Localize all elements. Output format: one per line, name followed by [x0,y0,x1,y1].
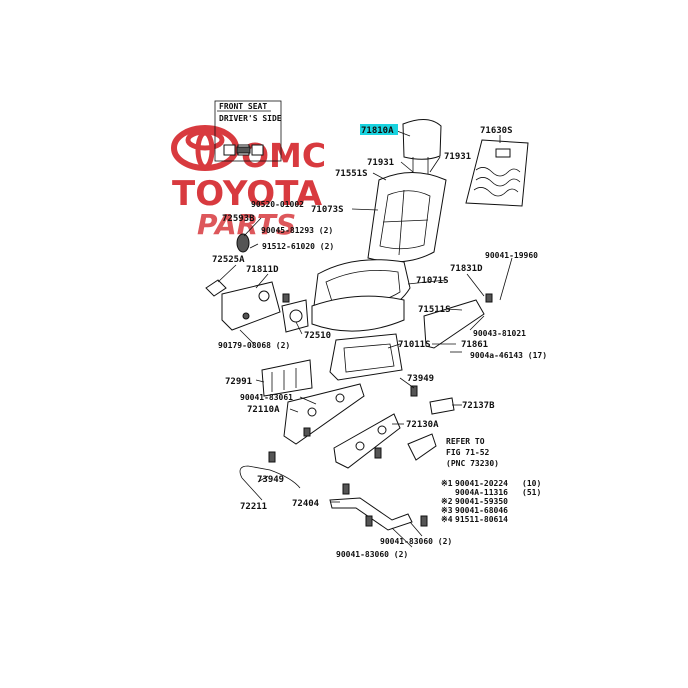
refer-line3: (PNC 73230) [446,459,499,468]
part-label[interactable]: 90045-81293 (2) [261,226,333,235]
seatback-frame [465,139,529,207]
part-label[interactable]: 71931 [367,158,394,168]
part-label[interactable]: 71011S [398,340,431,350]
part-label[interactable]: 71073S [311,205,344,215]
legend-part[interactable]: 91511-80614 [455,515,508,524]
part-label[interactable]: 71931 [444,152,471,162]
legend-part[interactable]: 90041-68046 [455,506,508,515]
part-label[interactable]: 71511S [418,305,451,315]
part-label[interactable]: 90041-83060 (2) [380,537,452,546]
legend-note: (51) [522,488,541,497]
part-label[interactable]: 73949 [257,475,284,485]
refer-line2[interactable]: FIG 71-52 [446,448,490,457]
part-label[interactable]: 71071S [416,276,449,286]
seat-assembly-drawing [205,119,529,548]
part-label[interactable]: 72510 [304,331,331,341]
refer-line1: REFER TO [446,437,485,446]
part-label[interactable]: 71551S [335,169,368,179]
part-label[interactable]: 72525A [212,255,245,265]
legend-mark: ※3 [441,506,453,515]
part-label[interactable]: 90179-08068 (2) [218,341,290,350]
part-label[interactable]: 72137B [462,401,495,411]
part-label[interactable]: 72593B [222,214,255,224]
part-label[interactable]: 9004a-46143 (17) [470,351,547,360]
scope-line2: DRIVER'S SIDE [219,114,282,123]
refer-note: REFER TO FIG 71-52 (PNC 73230) [446,437,499,468]
legend-note: (10) [522,479,541,488]
part-label[interactable]: 71811D [246,265,279,275]
seat-pan [329,333,403,381]
legend-part[interactable]: 9004A-11316 [455,488,508,497]
part-label[interactable]: 72404 [292,499,320,509]
legend-part[interactable]: 90041-59350 [455,497,508,506]
part-label[interactable]: 72110A [247,405,280,415]
part-label[interactable]: 72211 [240,502,267,512]
adjuster-bar [329,497,413,531]
part-label[interactable]: 71810A [361,126,394,136]
part-label[interactable]: 90041-83060 (2) [336,550,408,559]
part-label[interactable]: 71861 [461,340,488,350]
seat-track-left [283,383,365,445]
headrest [402,119,442,160]
bolt-icons [268,293,493,527]
recliner-cover [221,281,281,331]
toyota-emblem-icon [171,125,239,171]
part-label[interactable]: 73949 [407,374,434,384]
legend-mark: ※2 [441,497,453,506]
part-label[interactable]: 72991 [225,377,252,387]
recline-knob [236,233,250,253]
seat-thumbnail-icon [223,144,264,156]
scope-header: FRONT SEAT DRIVER'S SIDE [214,100,282,162]
leader-lines [217,130,513,548]
part-label[interactable]: 90520-01002 [251,200,304,209]
part-label[interactable]: 90043-81021 [473,329,526,338]
part-label[interactable]: 91512-61020 (2) [262,242,334,251]
scope-line1: FRONT SEAT [219,102,267,111]
legend-mark: ※4 [441,515,453,524]
lever-rod [239,465,301,489]
part-label[interactable]: 90041-19960 [485,251,538,260]
fastener-legend: ※1 90041-20224 (10) 9004A-11316 (51) ※2 … [441,479,541,524]
part-labels: 71810A 71630S 71931 71931 71551S 71073S … [212,126,547,559]
part-label[interactable]: 90041-83061 [240,393,293,402]
part-label[interactable]: 72130A [406,420,439,430]
legend-part[interactable]: 90041-20224 [455,479,508,488]
legend-mark: ※1 [441,479,453,488]
part-label[interactable]: 71630S [480,126,513,136]
side-shield [423,299,485,349]
seat-track-right [333,413,401,469]
selected-part-highlight [360,124,398,135]
part-label[interactable]: 71831D [450,264,483,274]
watermark-line2: TOYOTA [172,174,323,214]
